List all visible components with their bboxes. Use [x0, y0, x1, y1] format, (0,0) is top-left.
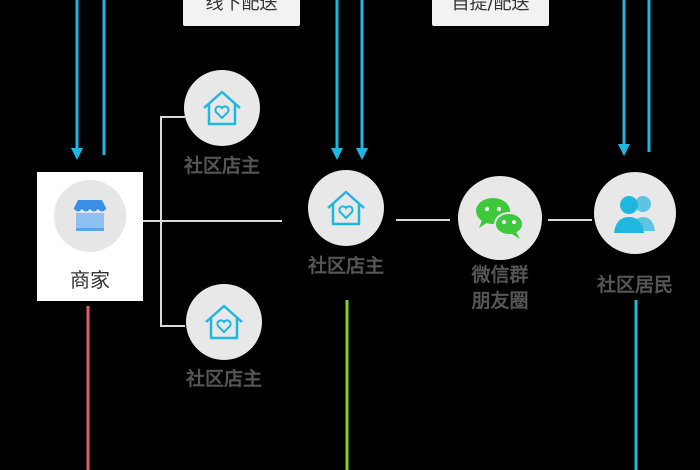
wechat-circle — [458, 176, 542, 260]
merchant-card: 商家 — [37, 172, 143, 301]
label-offline-delivery: 线下配送 — [183, 0, 300, 26]
people-icon — [614, 196, 655, 233]
branch-bracket — [143, 116, 592, 327]
residents-label: 社区居民 — [596, 274, 673, 296]
house-heart-icon — [203, 90, 241, 126]
store-owner-center-label: 社区店主 — [307, 255, 384, 277]
store-owner-top-label: 社区店主 — [183, 155, 260, 177]
store-owner-center-circle — [308, 170, 384, 246]
store-owner-bottom-circle — [186, 284, 262, 360]
store-owner-bottom-label: 社区店主 — [185, 368, 262, 390]
store-owner-top-circle — [184, 70, 260, 146]
house-heart-icon — [327, 190, 365, 226]
merchant-icon-circle — [54, 180, 126, 252]
label-pickup-delivery: 自提/配送 — [432, 0, 549, 26]
merchant-label: 商家 — [70, 268, 110, 292]
residents-circle — [594, 172, 676, 254]
wechat-label: 微信群 朋友圈 — [471, 264, 529, 312]
arrow-pair-center — [331, 0, 368, 160]
arrow-pair-left — [71, 0, 106, 160]
wechat-bubbles-icon — [476, 198, 524, 239]
arrow-pair-right — [618, 0, 651, 156]
house-heart-icon — [205, 304, 243, 340]
shop-awning-icon — [73, 200, 107, 231]
